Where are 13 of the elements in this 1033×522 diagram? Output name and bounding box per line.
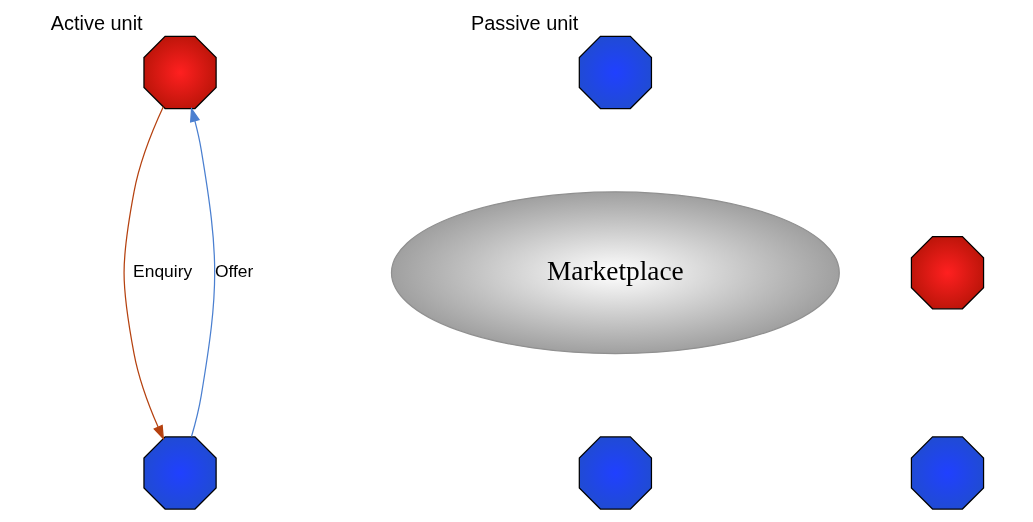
node-ellipse: Marketplace xyxy=(390,190,840,354)
node-label: Active unit xyxy=(50,11,143,34)
node-octagon xyxy=(143,435,217,510)
node-octagon xyxy=(143,35,217,109)
node-label: Passive unit xyxy=(470,11,579,34)
edge-label: Enquiry xyxy=(133,260,193,281)
node-octagon xyxy=(578,35,653,109)
arrow xyxy=(189,106,216,437)
edge-label: Offer xyxy=(214,260,254,281)
node-octagon xyxy=(910,235,985,309)
node-octagon xyxy=(910,435,985,510)
node-octagon xyxy=(578,435,653,510)
arrow xyxy=(123,105,165,440)
